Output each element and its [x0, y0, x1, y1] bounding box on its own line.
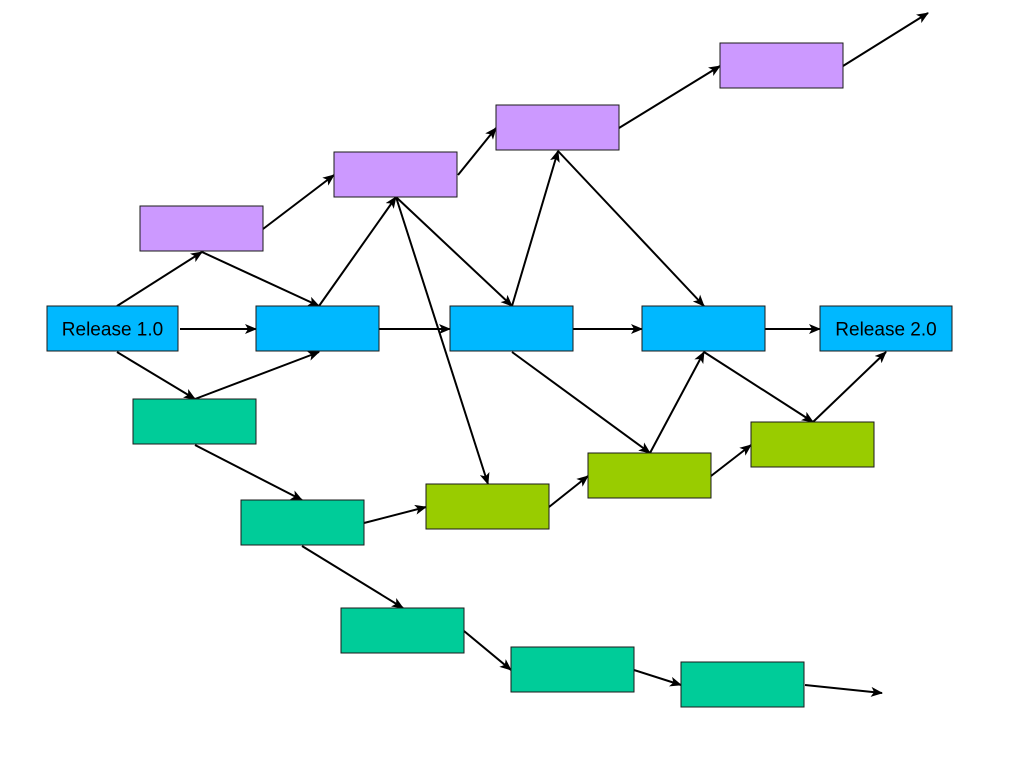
node-p2	[333, 151, 458, 198]
node-box-b4	[641, 305, 766, 352]
node-t2	[240, 499, 365, 546]
arrow-p3-to-b4	[557, 150, 705, 307]
node-box-p2	[333, 151, 458, 198]
node-t3	[340, 607, 465, 654]
node-box-rel2	[819, 305, 953, 352]
arrow-rel1-to-p1	[116, 251, 203, 307]
node-box-g3	[750, 421, 875, 468]
node-box-t1	[132, 398, 257, 445]
node-b4	[641, 305, 766, 352]
arrow-g3-to-rel2	[812, 351, 887, 423]
node-box-t3	[340, 607, 465, 654]
node-box-g1	[425, 483, 550, 530]
edges-layer	[116, 12, 929, 697]
node-b2	[255, 305, 380, 352]
node-t4	[510, 646, 635, 693]
node-p4	[719, 42, 844, 89]
nodes-layer: Release 1.0 Release 2.0	[46, 42, 953, 708]
node-b3	[449, 305, 574, 352]
node-box-p4	[719, 42, 844, 89]
node-label-rel2: Release 2.0	[835, 320, 936, 341]
node-box-p3	[495, 104, 620, 151]
arrow-p2-to-p3	[457, 127, 497, 176]
arrow-p2-to-b3	[395, 196, 513, 307]
node-g3	[750, 421, 875, 468]
node-p1	[139, 205, 264, 252]
node-box-b2	[255, 305, 380, 352]
node-box-p1	[139, 205, 264, 252]
node-g2	[587, 452, 712, 499]
arrow-b3-to-p3	[511, 150, 560, 307]
arrow-t1-to-b2	[194, 351, 320, 400]
node-label-rel1: Release 1.0	[62, 320, 163, 341]
arrow-rel1-to-t1	[116, 351, 196, 400]
arrow-p4-to-out-top	[842, 12, 929, 67]
node-t5	[680, 661, 805, 708]
node-box-g2	[587, 452, 712, 499]
node-rel1: Release 1.0	[46, 305, 179, 352]
arrow-t1-to-t2	[194, 444, 303, 501]
arrow-b4-to-g3	[703, 351, 814, 423]
node-t1	[132, 398, 257, 445]
node-g1	[425, 483, 550, 530]
arrow-g2-to-b4	[649, 351, 705, 454]
node-p3	[495, 104, 620, 151]
arrow-p3-to-p4	[618, 65, 721, 129]
arrow-p2-to-g1	[395, 196, 490, 485]
node-box-rel1	[46, 305, 179, 352]
node-box-t5	[680, 661, 805, 708]
arrow-t4-to-t5	[633, 669, 682, 687]
node-box-b3	[449, 305, 574, 352]
arrow-t2-to-t3	[301, 545, 404, 609]
arrow-t3-to-t4	[463, 630, 512, 671]
arrow-p1-to-b2	[201, 251, 320, 307]
node-box-t4	[510, 646, 635, 693]
arrow-b2-to-p2	[318, 196, 397, 307]
arrow-b3-to-g2	[511, 351, 651, 454]
node-box-t2	[240, 499, 365, 546]
arrow-t2-to-g1	[363, 504, 427, 524]
arrow-p1-to-p2	[262, 174, 335, 230]
arrow-g1-to-g2	[548, 475, 589, 508]
arrow-g2-to-g3	[710, 444, 752, 477]
arrow-t5-to-out-bottom	[804, 684, 883, 697]
node-rel2: Release 2.0	[819, 305, 953, 352]
